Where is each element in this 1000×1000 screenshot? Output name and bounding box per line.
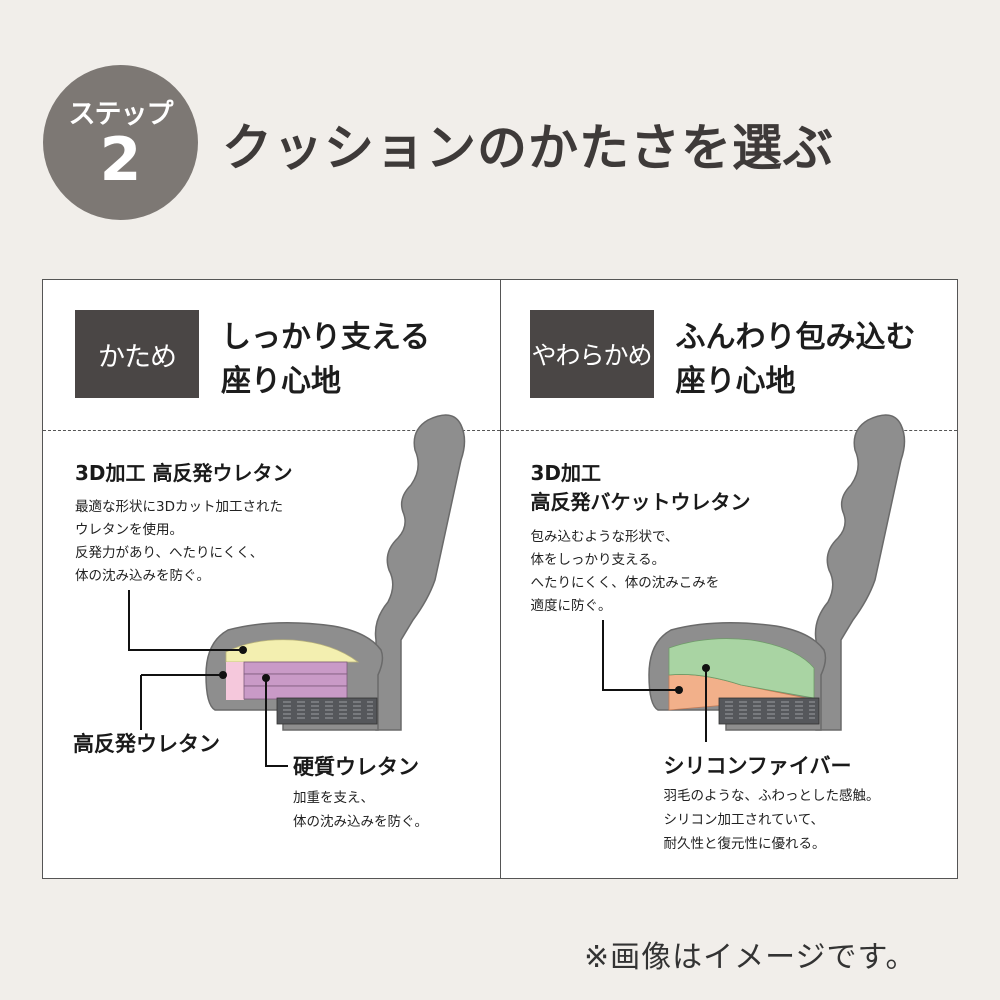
comparison-panels: かため しっかり支える 座り心地 3D加工 高反発ウレタン 最適な形状に3Dカッ… <box>42 279 958 879</box>
panel-tagline: しっかり支える 座り心地 <box>221 320 431 399</box>
feature-title: 3D加工 高反発バケットウレタン <box>530 461 751 514</box>
chair-cross-section-soft <box>601 414 905 742</box>
panel-tagline: ふんわり包み込む 座り心地 <box>675 320 916 399</box>
page-title: クッションのかたさを選ぶ <box>222 119 834 177</box>
panel-header: かため しっかり支える 座り心地 <box>43 280 500 431</box>
feature-title: 3D加工 高反発ウレタン <box>75 461 293 485</box>
panel-firm: かため しっかり支える 座り心地 3D加工 高反発ウレタン 最適な形状に3Dカッ… <box>43 280 500 878</box>
callout-rigid-urethane-desc: 加重を支え、 体の沈み込みを防ぐ。 <box>293 790 428 830</box>
step-number: 2 <box>99 125 142 195</box>
firmness-tag: やわらかめ <box>529 310 654 398</box>
callout-rigid-urethane: 硬質ウレタン <box>293 755 419 779</box>
image-disclaimer: ※画像はイメージです。 <box>584 940 917 975</box>
feature-description: 最適な形状に3Dカット加工された ウレタンを使用。 反発力があり、へたりにくく、… <box>75 499 283 584</box>
step-badge: ステップ 2 <box>43 65 198 220</box>
callout-silicon-fiber-desc: 羽毛のような、ふわっとした感触。 シリコン加工されていて、 耐久性と復元性に優れ… <box>663 788 880 852</box>
feature-description: 包み込むような形状で、 体をしっかり支える。 へたりにくく、体の沈みこみを 適度… <box>530 529 720 614</box>
callout-silicon-fiber: シリコンファイバー <box>663 754 852 778</box>
step-label: ステップ <box>68 99 174 130</box>
panel-soft: やわらかめ ふんわり包み込む 座り心地 3D加工 高反発バケットウレタン 包み込… <box>499 280 957 878</box>
chair-cross-section-firm <box>128 414 466 767</box>
panel-header: やわらかめ ふんわり包み込む 座り心地 <box>500 280 957 431</box>
callout-high-resilience-urethane: 高反発ウレタン <box>73 732 220 756</box>
firmness-tag: かため <box>75 310 199 398</box>
